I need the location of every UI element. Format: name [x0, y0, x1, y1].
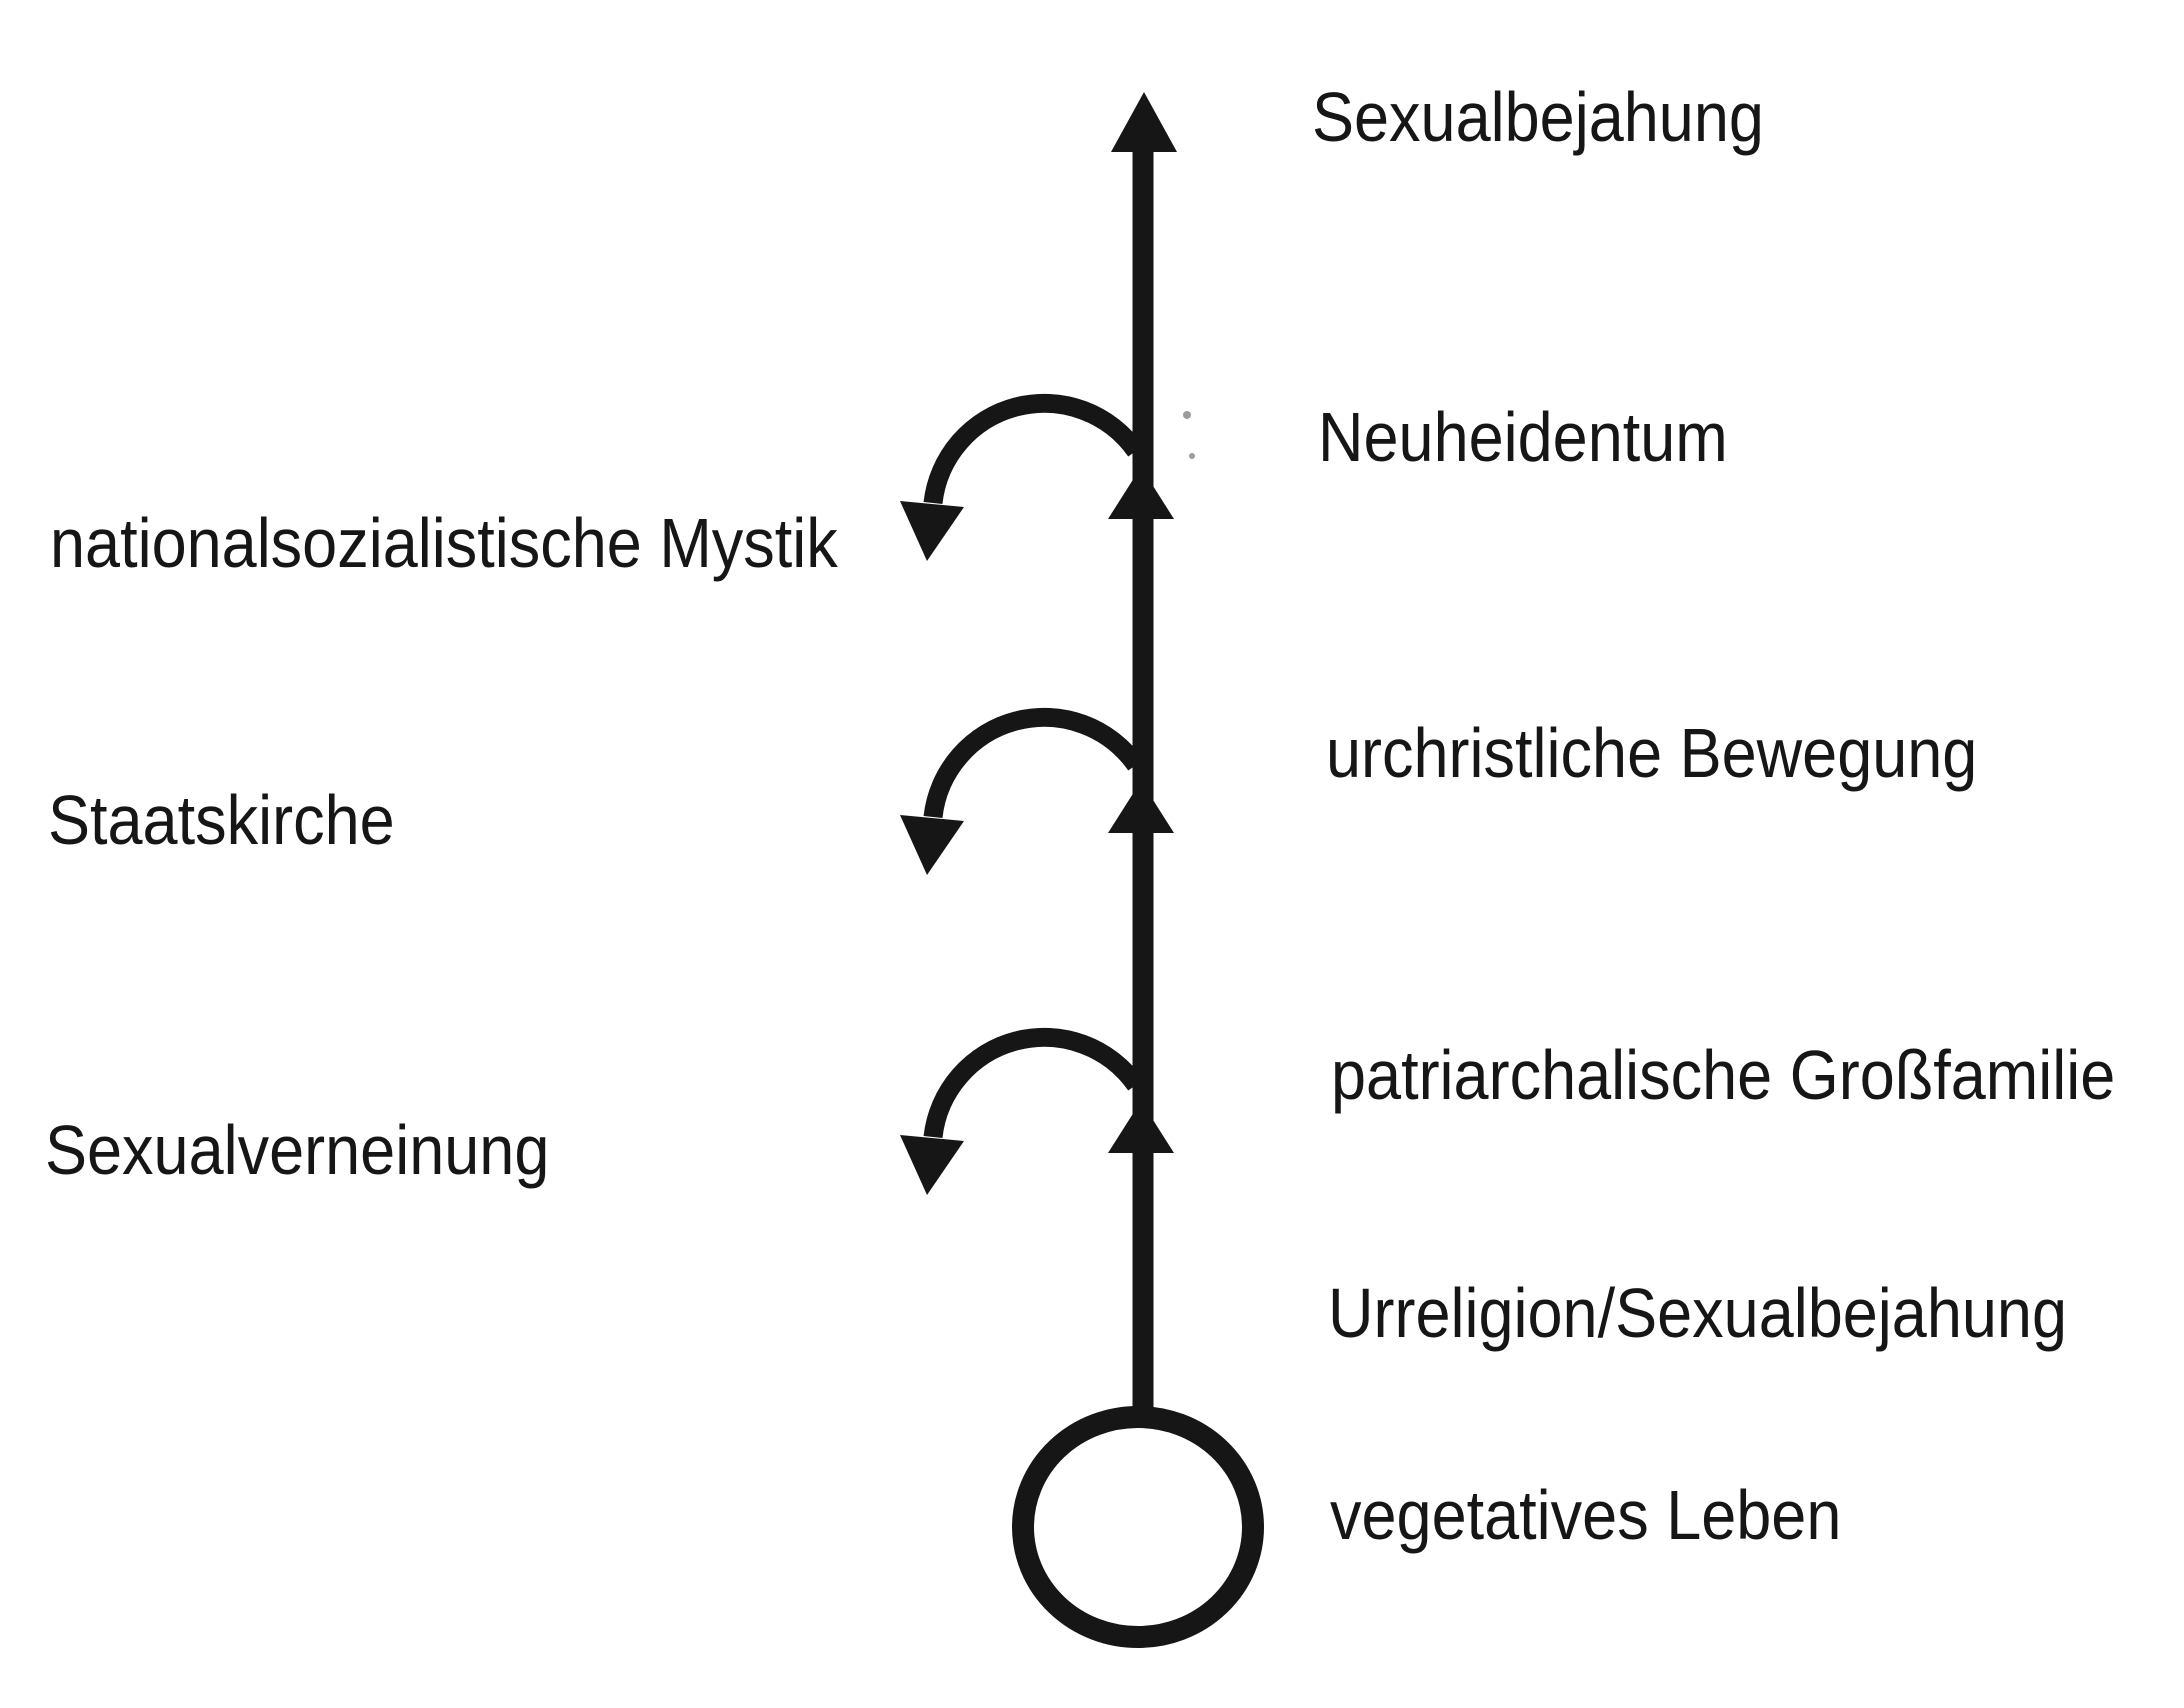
branch-arc: [923, 393, 1144, 505]
label-sexualverneinung: Sexualverneinung: [45, 1111, 550, 1189]
label-neuheidentum: Neuheidentum: [1318, 398, 1728, 476]
branch-arc: [923, 1027, 1144, 1139]
branch-down-arrowhead: [900, 501, 964, 561]
branch-junction-2: [900, 707, 1174, 875]
scan-specks: [1183, 411, 1195, 459]
axis-up-arrowhead: [1108, 1101, 1174, 1153]
branch-junction-1: [900, 393, 1174, 561]
label-nationalsozialistische-mystik: nationalsozialistische Mystik: [50, 504, 838, 582]
origin-circle: [1012, 1406, 1264, 1648]
label-patriarchalische-grossfamilie: patriarchalische Großfamilie: [1331, 1036, 2116, 1114]
label-urchristliche-bewegung: urchristliche Bewegung: [1326, 714, 1978, 792]
main-axis-top-arrowhead: [1111, 92, 1177, 152]
label-urreligion-sexualbejahung: Urreligion/Sexualbejahung: [1328, 1274, 2067, 1352]
branch-junction-3: [900, 1027, 1174, 1195]
branch-down-arrowhead: [900, 1135, 964, 1195]
axis-up-arrowhead: [1108, 781, 1174, 833]
axis-up-arrowhead: [1108, 467, 1174, 519]
branch-arc: [923, 707, 1144, 819]
branch-down-arrowhead: [900, 815, 964, 875]
label-sexualbejahung: Sexualbejahung: [1312, 78, 1764, 156]
label-staatskirche: Staatskirche: [48, 781, 395, 859]
label-vegetatives-leben: vegetatives Leben: [1330, 1476, 1842, 1554]
